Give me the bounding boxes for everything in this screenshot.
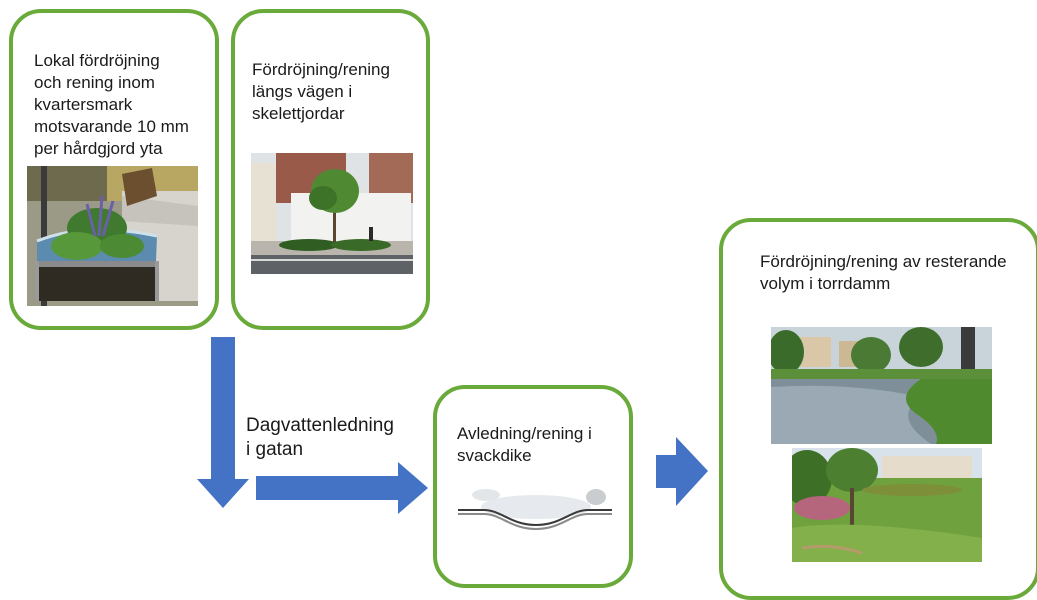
local-retention-text: Lokal fördröjning och rening inom kvarte… [34, 51, 189, 158]
dry-pond-park-photo [792, 448, 982, 562]
swale-section-image [456, 477, 614, 532]
road-skeleton-soil-text: Fördröjning/rening längs vägen i skelett… [252, 60, 390, 123]
street-tree-photo [251, 153, 413, 274]
arrow-right-to-swale [256, 462, 428, 514]
swale-text: Avledning/rening i svackdike [457, 424, 592, 465]
planter-photo [27, 166, 198, 306]
pipe-label: Dagvattenledning i gatan [246, 415, 394, 460]
dry-pond-text: Fördröjning/rening av resterande volym i… [760, 252, 1007, 293]
arrow-right-to-pond [656, 437, 708, 506]
flooded-pond-photo [771, 327, 992, 444]
arrow-down [197, 337, 249, 508]
